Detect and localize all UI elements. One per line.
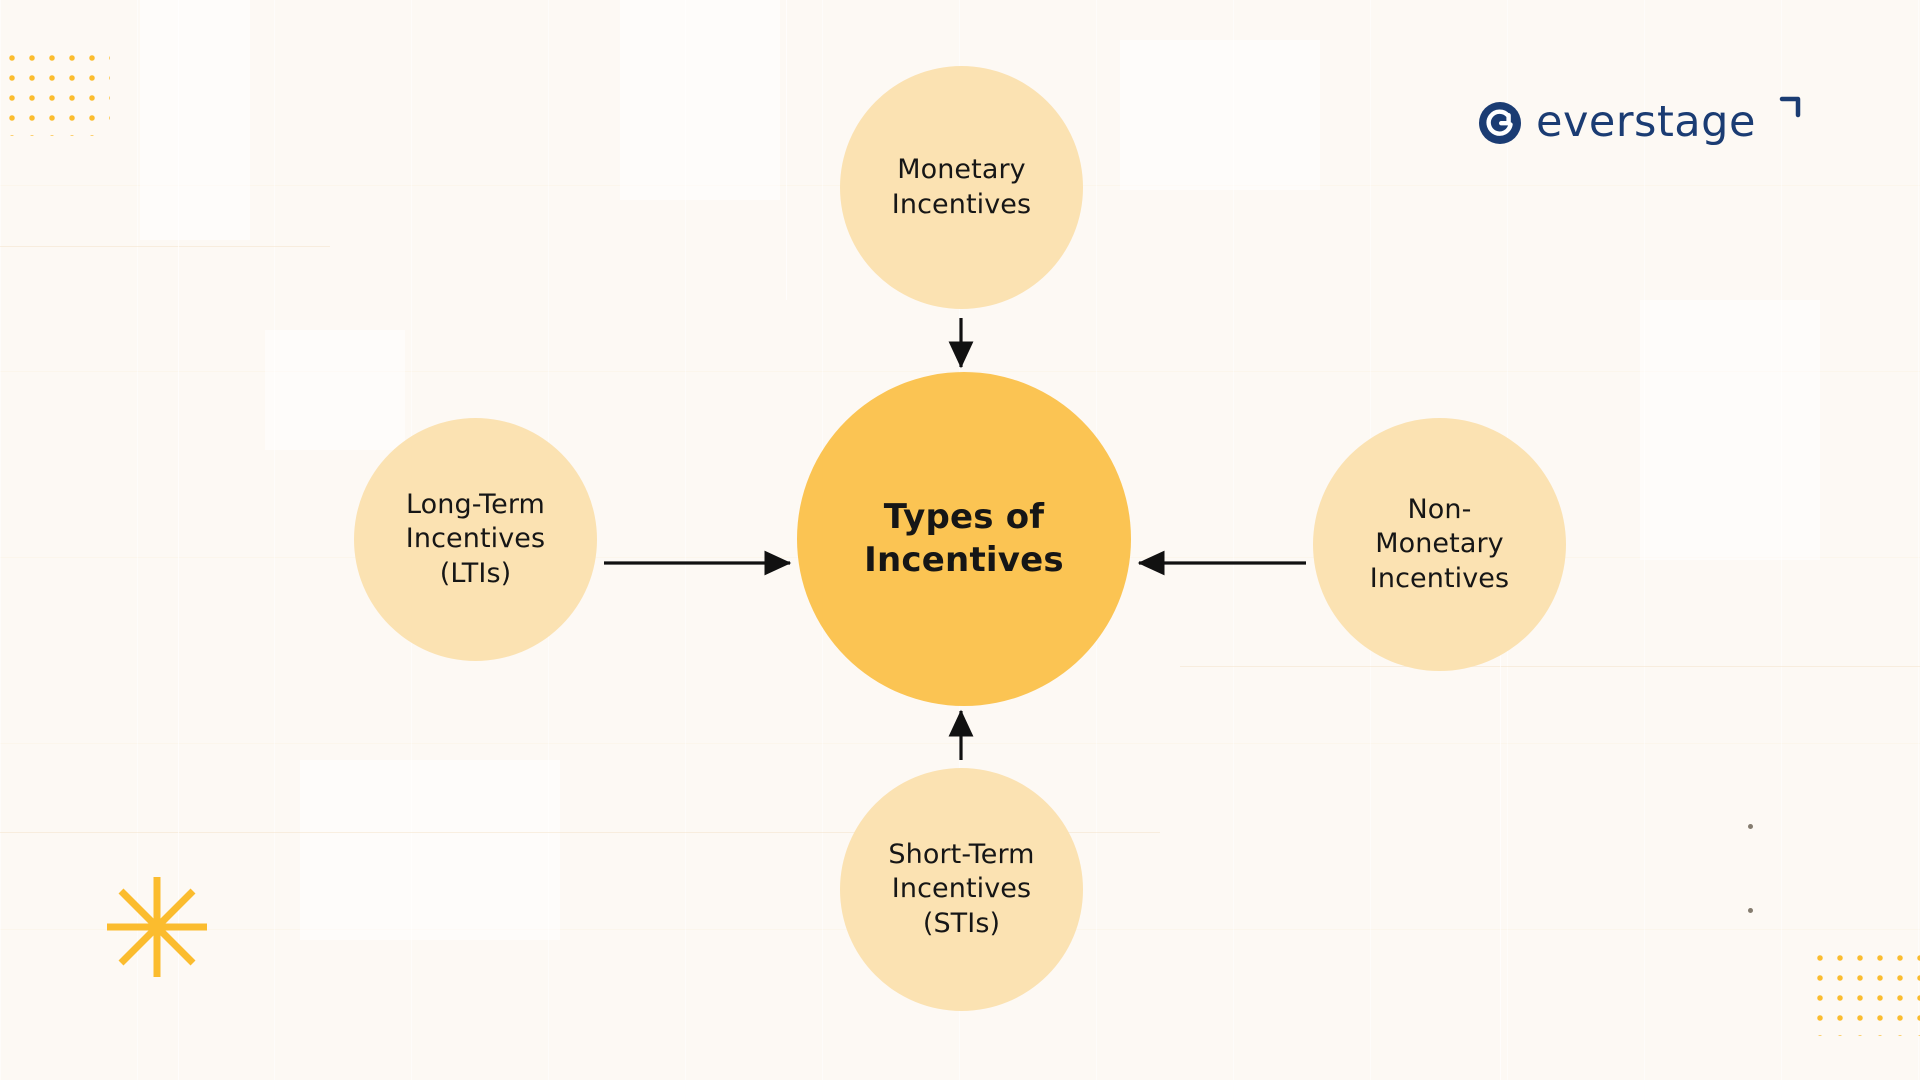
- everstage-logo[interactable]: everstage: [1478, 95, 1808, 151]
- node-label: Types of Incentives: [864, 497, 1064, 580]
- everstage-mark-icon: [1479, 102, 1521, 144]
- node-label: Short-Term Incentives (STIs): [888, 839, 1035, 939]
- node-label: Non- Monetary Incentives: [1369, 494, 1510, 594]
- node-long-term-incentives[interactable]: Long-Term Incentives (LTIs): [354, 418, 597, 661]
- node-label: Monetary Incentives: [891, 154, 1032, 220]
- svg-text:everstage: everstage: [1536, 97, 1756, 147]
- node-monetary-incentives[interactable]: Monetary Incentives: [840, 66, 1083, 309]
- everstage-wordmark: everstage: [1536, 96, 1801, 147]
- node-types-of-incentives[interactable]: Types of Incentives: [797, 372, 1131, 706]
- node-label: Long-Term Incentives (LTIs): [405, 489, 546, 589]
- node-short-term-incentives[interactable]: Short-Term Incentives (STIs): [840, 768, 1083, 1011]
- node-non-monetary-incentives[interactable]: Non- Monetary Incentives: [1313, 418, 1566, 671]
